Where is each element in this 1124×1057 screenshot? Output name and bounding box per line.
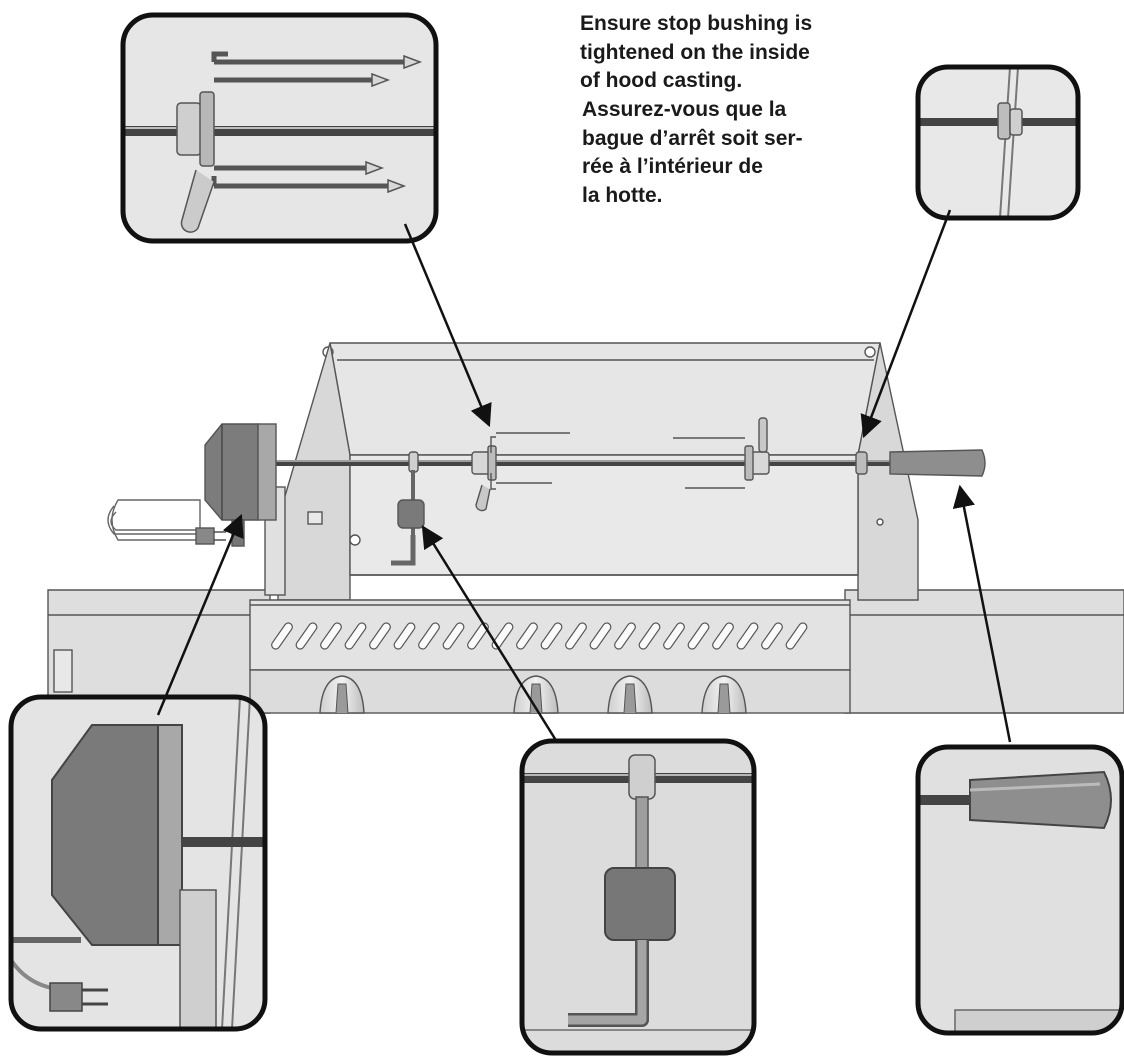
vent-slot [712, 622, 734, 650]
stop-bushing [855, 451, 868, 475]
vent-slot [491, 622, 514, 650]
callout-frame [519, 738, 757, 1056]
arrow-counterweight [421, 525, 559, 743]
vent-slot [344, 622, 367, 650]
instruction-english-line: of hood casting. [580, 69, 743, 92]
arrow-motor [156, 513, 244, 716]
instruction-french: Assurez-vous que la bague d’arrêt soit s… [582, 96, 803, 210]
instruction-english-line: tightened on the inside [580, 40, 810, 64]
spit-handle [889, 449, 986, 477]
spit-fork-left [471, 432, 570, 512]
vent-slot [467, 622, 489, 650]
vent-slot [565, 622, 587, 650]
callout-frame [8, 694, 268, 1032]
left-shelf-label-plate [53, 649, 73, 693]
vent-slot [418, 622, 440, 650]
instruction-french-line: rée à l’intérieur de [582, 155, 763, 178]
vent-slot [761, 622, 783, 650]
vent-slots [271, 622, 808, 650]
callout-counterweight [519, 738, 757, 1056]
vent-slot [785, 622, 808, 650]
arrow-stop-bushing [860, 209, 952, 439]
instruction-french-line: la hotte. [582, 183, 663, 207]
vent-slot [271, 622, 293, 650]
vent-slot [638, 622, 661, 650]
vent-slot [589, 622, 612, 650]
spit-fork-right [673, 417, 770, 489]
control-knob [607, 675, 653, 714]
callout-handle [915, 744, 1124, 1036]
arrow-handle [952, 484, 1012, 743]
callout-frame [915, 64, 1081, 221]
vent-slot [736, 622, 759, 650]
vent-slot [295, 622, 318, 650]
vent-slot [442, 622, 465, 650]
vent-slot [393, 622, 416, 650]
instruction-english: Ensure stop bushing is tightened on the … [580, 10, 812, 96]
callout-frame [915, 744, 1124, 1036]
callout-spit-fork [120, 12, 439, 244]
callout-frame [120, 12, 439, 244]
vent-slot [663, 622, 685, 650]
vent-slot [369, 622, 391, 650]
instruction-french-line: Assurez-vous que la [582, 98, 787, 121]
grill-illustration [47, 342, 1124, 714]
instruction-english-line: Ensure stop bushing is [580, 12, 813, 35]
vent-slot [540, 622, 563, 650]
spit-assembly [107, 417, 986, 566]
vent-slot [320, 622, 342, 650]
callout-motor [8, 694, 268, 1032]
rotisserie-motor [107, 423, 277, 547]
counterweight [391, 451, 425, 566]
control-knob [319, 675, 365, 714]
callout-stop-bushing [915, 64, 1081, 221]
vent-slot [614, 622, 636, 650]
leader-arrows [156, 209, 1012, 743]
instruction-french-line: bague d’arrêt soit ser- [582, 126, 803, 150]
arrow-spit-fork [403, 223, 492, 428]
firebox-interior [349, 454, 859, 576]
motor-plug [195, 527, 215, 545]
control-knobs [319, 675, 747, 714]
vent-slot [687, 622, 710, 650]
vent-slot [516, 622, 538, 650]
control-knob [701, 675, 747, 714]
